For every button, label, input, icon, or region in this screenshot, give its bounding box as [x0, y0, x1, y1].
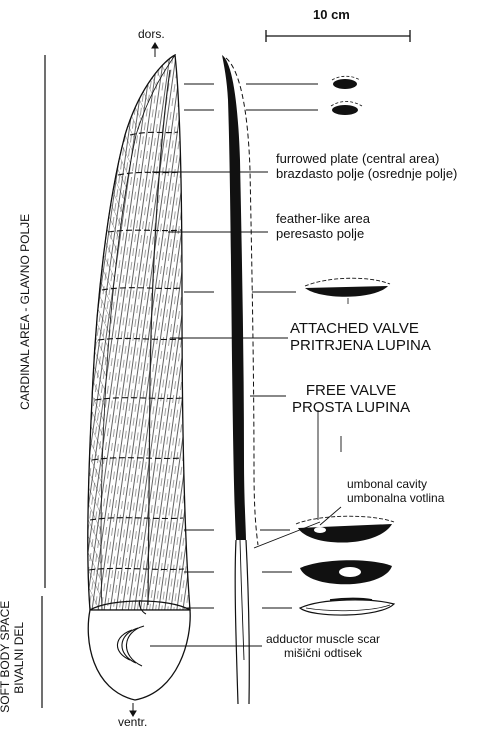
umbonal-cavity-en: umbonal cavity: [347, 478, 444, 492]
adductor-scar-en: adductor muscle scar: [266, 633, 380, 647]
feather-area-sl: peresasto polje: [276, 227, 370, 242]
cardinal-area-label: CARDINAL AREA - GLAVNO POLJE: [19, 202, 33, 422]
furrowed-plate-sl: brazdasto polje (osrednje polje): [276, 167, 457, 182]
adductor-scar-label: adductor muscle scar mišični odtisek: [266, 633, 380, 661]
feather-area-en: feather-like area: [276, 212, 370, 227]
scale-label: 10 cm: [313, 8, 350, 23]
soft-body-label: SOFT BODY SPACE BIVALNI DEL: [0, 603, 27, 713]
scale-bar: [266, 30, 410, 42]
soft-body-oval: [88, 600, 190, 700]
umbonal-cavity-sl: umbonalna votlina: [347, 492, 444, 506]
attached-valve-sl: PRITRJENA LUPINA: [290, 337, 431, 354]
attached-valve-body: [88, 55, 190, 610]
free-valve-sl: PROSTA LUPINA: [292, 399, 410, 416]
cross-section-5: [300, 560, 392, 584]
ventral-label: ventr.: [118, 716, 147, 730]
adductor-scar-sl: mišični odtisek: [266, 647, 380, 661]
furrowed-plate-en: furrowed plate (central area): [276, 152, 457, 167]
dorsal-arrow: [152, 43, 158, 57]
attached-valve-en: ATTACHED VALVE: [290, 320, 431, 337]
section-attached-valve: [222, 55, 249, 704]
soft-body-label-en: SOFT BODY SPACE: [0, 603, 13, 713]
feather-area-label: feather-like area peresasto polje: [276, 212, 370, 242]
dorsal-label: dors.: [138, 28, 165, 42]
cross-section-4: [296, 516, 394, 542]
cross-section-2: [331, 102, 362, 116]
attached-valve-label: ATTACHED VALVE PRITRJENA LUPINA: [290, 320, 431, 355]
soft-body-label-sl: BIVALNI DEL: [13, 603, 27, 713]
free-valve-en: FREE VALVE: [292, 382, 410, 399]
furrowed-plate-label: furrowed plate (central area) brazdasto …: [276, 152, 457, 182]
cross-section-1: [332, 76, 360, 89]
cross-section-3: [305, 278, 390, 304]
cross-section-6: [300, 599, 394, 616]
umbonal-cavity-label: umbonal cavity umbonalna votlina: [347, 478, 444, 506]
free-valve-label: FREE VALVE PROSTA LUPINA: [292, 382, 410, 417]
